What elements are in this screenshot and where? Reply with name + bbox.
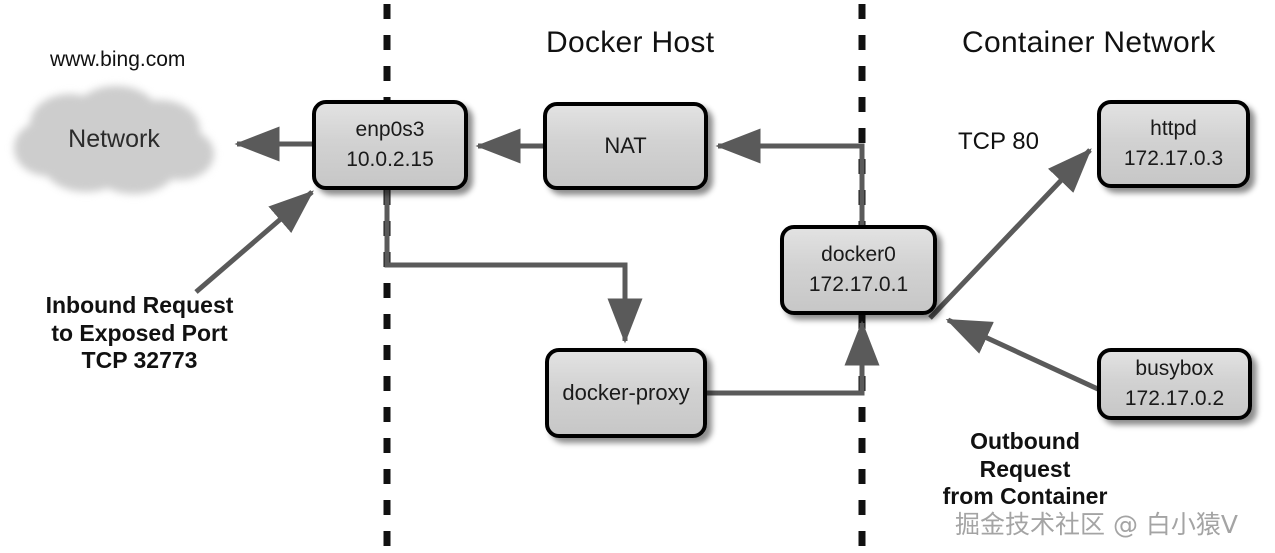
node-docker0-address: 172.17.0.1 [808,273,909,296]
annotation-inbound-line1: Inbound Request [45,292,234,318]
node-busybox-address: 172.17.0.2 [1124,387,1225,410]
watermark: 掘金技术社区 @ 白小猿V [955,510,1238,539]
node-docker0-name: docker0 [821,242,896,266]
node-busybox-name: busybox [1135,356,1214,380]
annotation-outbound-line2: Request [979,455,1071,482]
node-httpd-name: httpd [1150,116,1197,140]
edge-inbound-request-to-enp0s3 [194,190,314,294]
zone-title-docker-host: Docker Host [546,26,715,59]
node-enp0s3-address: 10.0.2.15 [346,148,434,171]
annotation-outbound-line3: from Container [942,483,1108,510]
edge-enp0s3-to-docker-proxy [384,188,643,344]
node-nat-name: NAT [604,133,647,159]
node-httpd[interactable]: httpd 172.17.0.3 [1097,100,1250,188]
node-enp0s3[interactable]: enp0s3 10.0.2.15 [312,100,468,190]
network-cloud-label: Network [68,125,160,153]
edge-busybox-to-docker0 [945,317,1102,393]
edge-docker0-to-httpd-tcp80 [928,148,1092,320]
node-enp0s3-name: enp0s3 [355,117,425,141]
edge-docker-proxy-to-docker0 [707,320,880,396]
external-site-label: www.bing.com [50,48,186,71]
node-docker0[interactable]: docker0 172.17.0.1 [780,225,937,315]
node-busybox[interactable]: busybox 172.17.0.2 [1097,348,1252,420]
annotation-outbound-line1: Outbound [970,428,1080,454]
node-docker-proxy[interactable]: docker-proxy [545,348,707,438]
zone-title-container-network: Container Network [962,26,1216,59]
annotation-outbound-request: Outbound Request from Container [930,428,1120,511]
edge-docker0-to-nat [715,128,865,228]
annotation-inbound-line3: TCP 32773 [81,347,198,374]
network-cloud-icon [14,86,214,194]
annotation-tcp-80: TCP 80 [958,128,1039,155]
node-docker-proxy-name: docker-proxy [562,380,690,406]
node-httpd-address: 172.17.0.3 [1123,147,1224,170]
annotation-inbound-request: Inbound Request to Exposed Port TCP 3277… [42,292,237,375]
node-nat[interactable]: NAT [543,102,708,190]
annotation-inbound-line2: to Exposed Port [51,319,228,346]
